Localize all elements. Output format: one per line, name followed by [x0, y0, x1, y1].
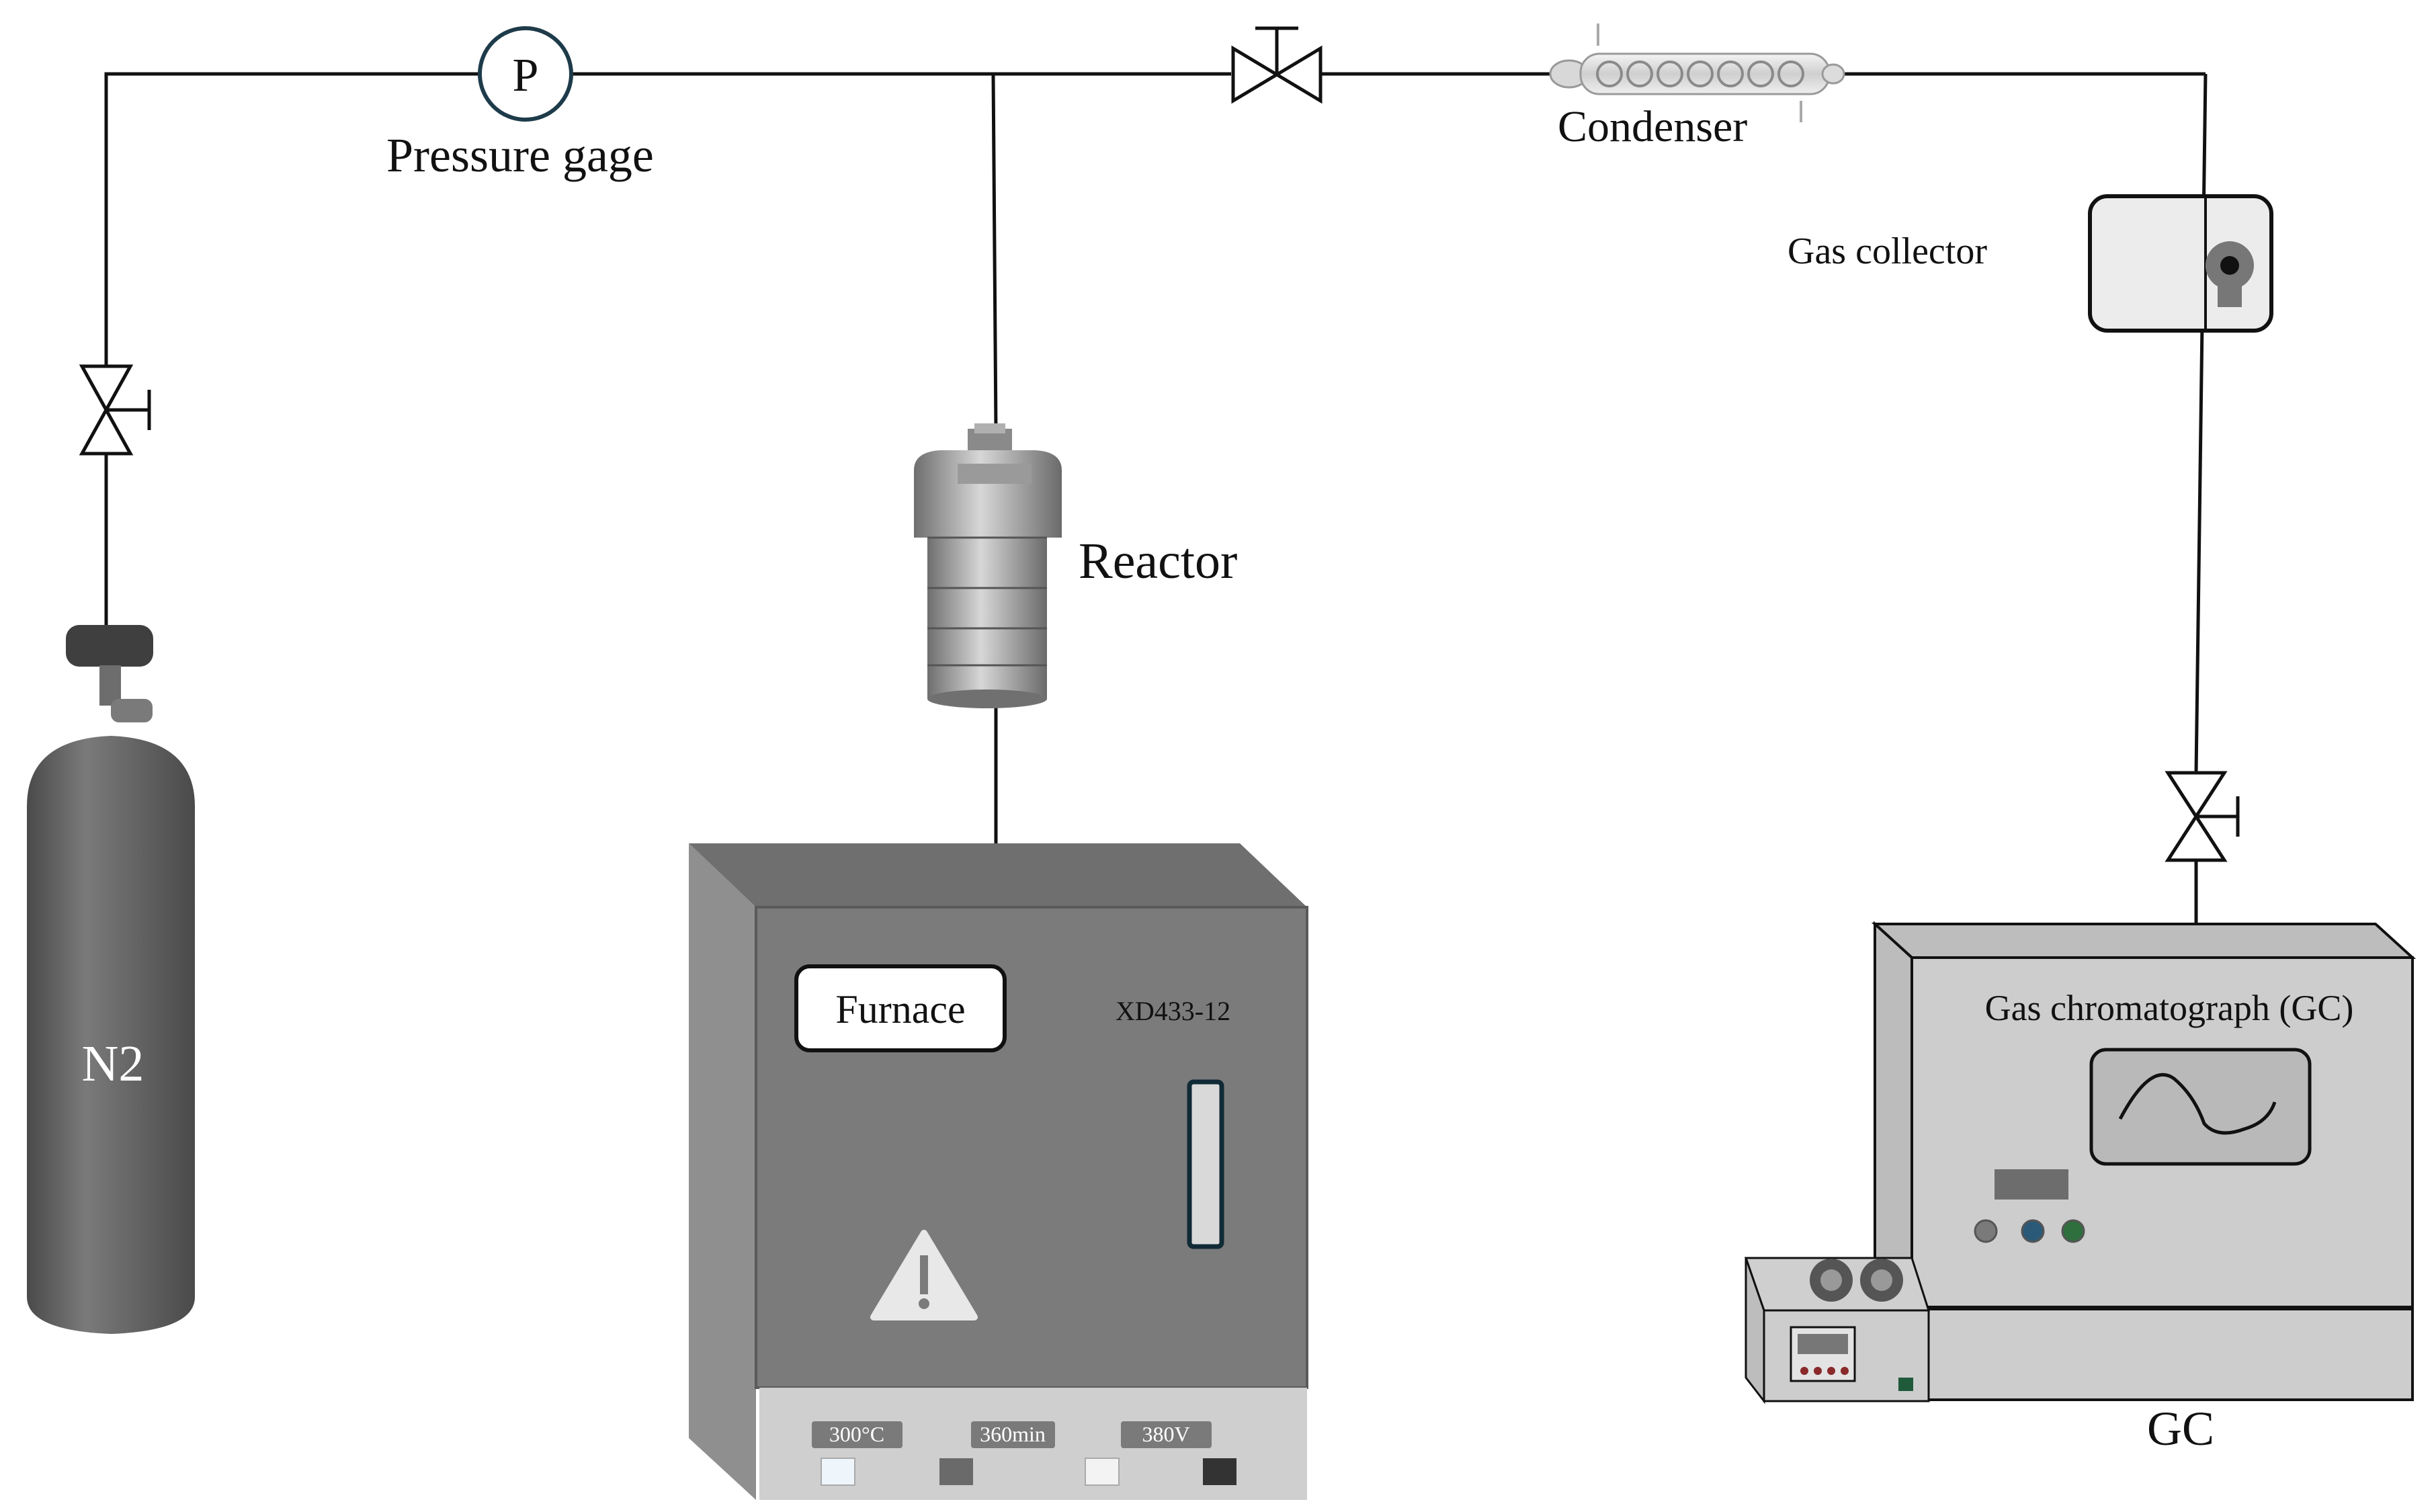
pressure-gage-label: Pressure gage — [386, 128, 654, 182]
gc-label: GC — [2147, 1402, 2214, 1456]
furnace-button[interactable] — [1085, 1458, 1120, 1486]
gc-power-switch[interactable] — [1898, 1378, 1913, 1391]
pressure-gage-symbol: P — [513, 50, 539, 101]
furnace-window — [1187, 1079, 1224, 1249]
valve-icon[interactable] — [2165, 771, 2240, 862]
gc-screen — [2089, 1048, 2312, 1166]
cylinder-valve-handle — [66, 625, 153, 667]
condenser-icon — [1549, 24, 1845, 122]
gas-chromatograph: Gas chromatograph (GC) — [1871, 921, 2417, 1401]
warning-icon — [870, 1230, 978, 1320]
reactor-label: Reactor — [1079, 533, 1237, 589]
nitrogen-cylinder: N2 — [27, 625, 195, 1334]
valve-icon[interactable] — [1231, 26, 1323, 104]
gc-knob[interactable] — [2061, 1219, 2085, 1243]
chromatogram-trace — [2118, 1073, 2277, 1135]
gas-collector-icon — [2088, 194, 2273, 333]
pressure-gage-icon: P — [478, 26, 573, 122]
furnace-button[interactable] — [1203, 1458, 1236, 1485]
valve-icon[interactable] — [79, 364, 151, 456]
furnace-button[interactable] — [821, 1458, 855, 1486]
gc-auxiliary-unit — [1744, 1257, 1931, 1404]
cylinder-body — [27, 736, 195, 1334]
gc-knob[interactable] — [2021, 1219, 2045, 1243]
furnace-label: Furnace — [835, 987, 965, 1032]
reactor — [914, 423, 1062, 708]
furnace-voltage: 380V — [1142, 1422, 1189, 1446]
furnace-temperature: 300°C — [829, 1422, 884, 1446]
gas-collector-label: Gas collector — [1788, 230, 1987, 272]
gc-display — [1995, 1169, 2068, 1200]
cylinder-label: N2 — [82, 1036, 144, 1092]
gc-panel-title: Gas chromatograph (GC) — [1985, 988, 2354, 1028]
furnace: Furnace XD433-12 300°C 360min 380V — [689, 843, 1308, 1500]
pipeline — [104, 72, 2208, 924]
furnace-time: 360min — [980, 1422, 1046, 1446]
furnace-model: XD433-12 — [1116, 996, 1230, 1026]
condenser-label: Condenser — [1558, 102, 1747, 151]
furnace-button[interactable] — [939, 1458, 973, 1485]
gc-knob[interactable] — [1974, 1219, 1998, 1243]
